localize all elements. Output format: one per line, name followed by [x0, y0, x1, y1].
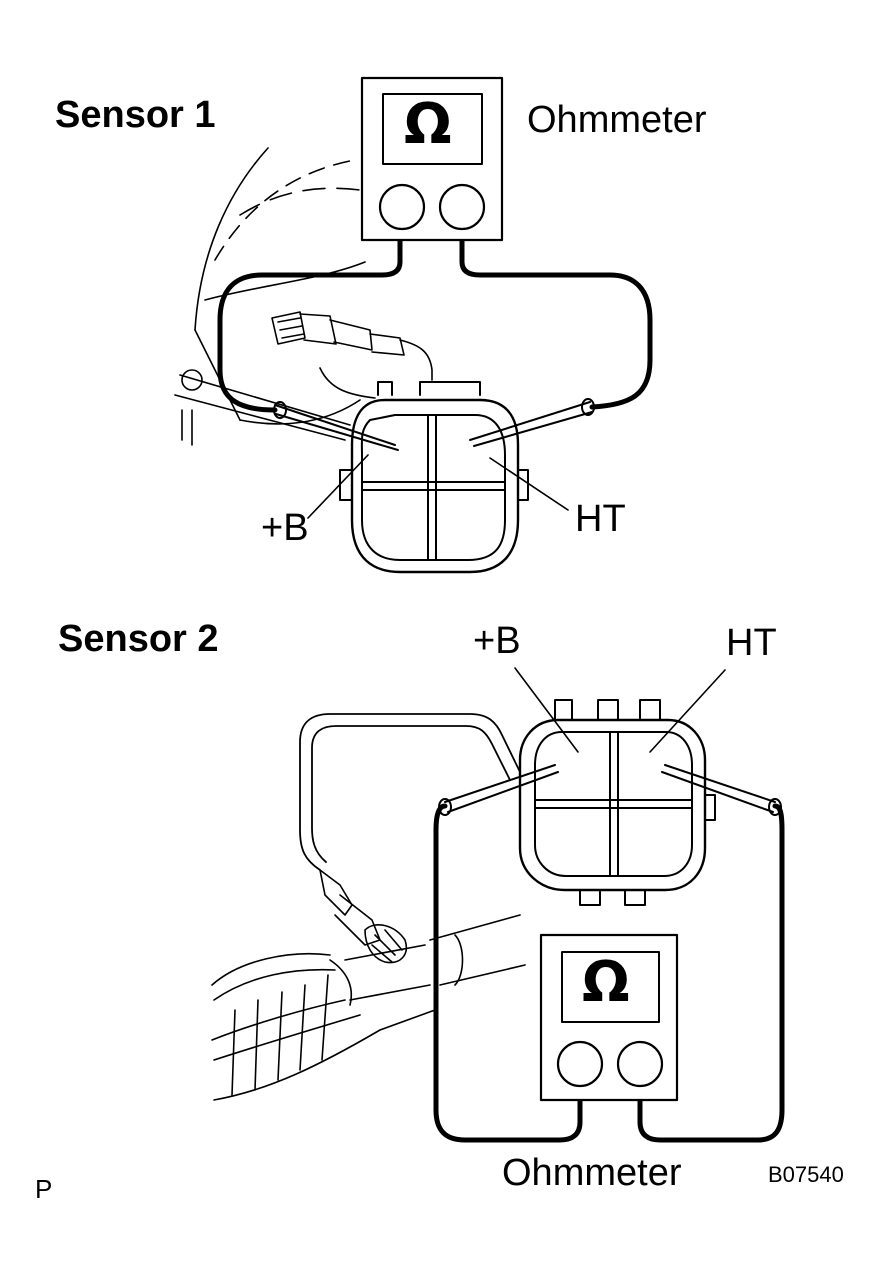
- sensor1-meter-label: Ohmmeter: [527, 99, 707, 141]
- sensor2-connector: [518, 699, 716, 906]
- sensor2-ohmmeter: [539, 933, 679, 1102]
- sensor2-title: Sensor 2: [58, 618, 219, 660]
- sensor2-terminal-plus-b: +B: [473, 620, 521, 662]
- sensor2-harness: [299, 713, 521, 871]
- page-mark: P: [35, 1174, 53, 1204]
- sensor1-terminal-ht: HT: [575, 498, 626, 540]
- sensor2-terminal-ht: HT: [726, 622, 777, 664]
- sensor1-probe-leads: [273, 398, 595, 451]
- sensor1-title: Sensor 1: [55, 94, 216, 136]
- sensor1-ohmmeter: [360, 76, 504, 242]
- sensor2-ohm-icon: Ω: [582, 950, 630, 1015]
- sensor1-connector: [339, 381, 529, 574]
- sensor1-engine-sketch: [174, 147, 376, 446]
- sensor2-exhaust-sketch: [211, 914, 526, 1101]
- sensor1-leader-lines: [307, 454, 569, 519]
- sensor2-oxygen-sensor: [319, 869, 407, 964]
- sensor1-terminal-plus-b: +B: [261, 507, 309, 549]
- sensor2-meter-label: Ohmmeter: [502, 1152, 682, 1194]
- sensor1-ohm-icon: Ω: [404, 92, 452, 157]
- sensor2-probe-leads: [438, 764, 782, 816]
- sensor2-meter-wires: [433, 803, 785, 1143]
- sensor2-leader-lines: [514, 667, 726, 753]
- sensor1-meter-wires: [217, 237, 653, 413]
- sensor1-oxygen-sensor: [271, 311, 433, 381]
- figure-code: B07540: [768, 1162, 844, 1187]
